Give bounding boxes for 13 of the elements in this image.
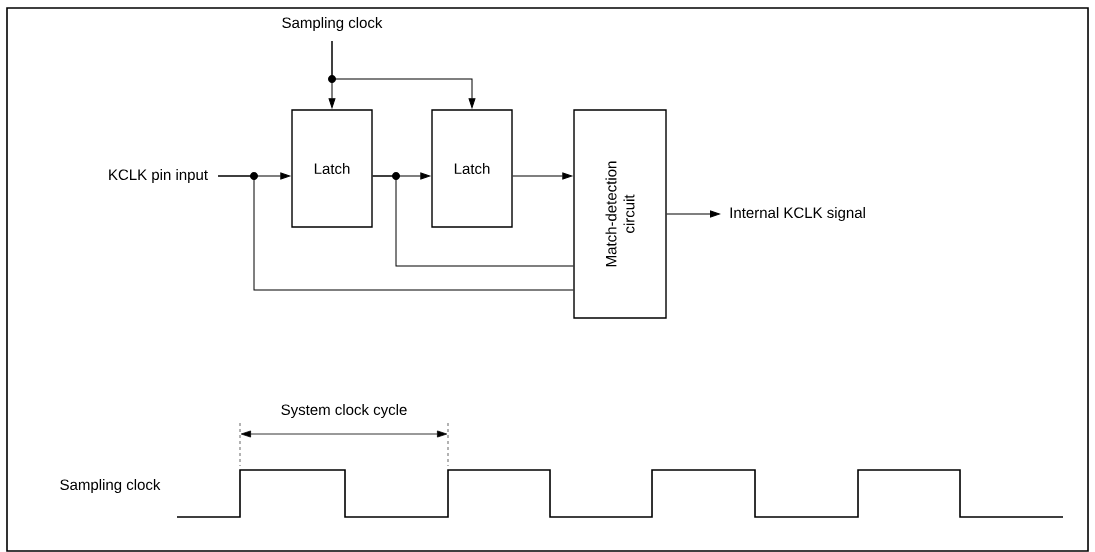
connector xyxy=(217,175,574,291)
latch-box: Latch xyxy=(431,109,513,228)
clock-label: Sampling clock xyxy=(282,17,383,31)
connector xyxy=(666,210,720,218)
output-label: Internal KCLK signal xyxy=(730,207,865,221)
dimension-label: System clock cycle xyxy=(281,404,407,418)
connector xyxy=(372,175,574,267)
latch-box: Latch xyxy=(291,109,373,228)
input-label: KCLK pin input xyxy=(109,169,208,183)
signal-label: Sampling clock xyxy=(60,479,161,493)
connector xyxy=(331,40,476,109)
circuit-box: Match-detection circuit xyxy=(573,109,667,319)
connector xyxy=(512,172,573,180)
